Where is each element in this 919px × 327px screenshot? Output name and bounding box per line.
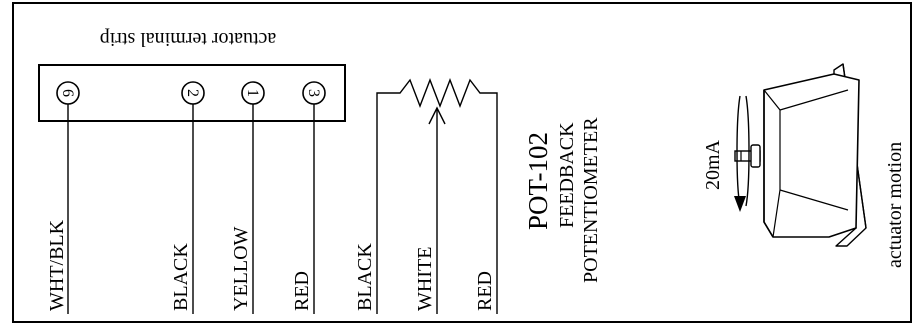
pot-wire-label-red: RED: [474, 271, 496, 311]
actuator-body-front-face: [763, 90, 774, 238]
terminal-3-number: 3: [305, 89, 322, 97]
pot-wire-label-black: BLACK: [354, 243, 376, 311]
wire-label-red-terminal: RED: [291, 271, 313, 311]
actuator-illustration: [734, 63, 867, 247]
pot-wire-label-white: WHITE: [414, 247, 436, 311]
wire-label-wht-blk: WHT/BLK: [46, 219, 68, 311]
potentiometer-wiper-arrow: [428, 106, 446, 125]
terminal-2-number: 2: [184, 89, 201, 97]
potentiometer-symbol: BLACK WHITE RED: [354, 78, 498, 314]
terminal-1-number: 1: [244, 89, 261, 97]
wire-label-yellow: YELLOW: [230, 226, 252, 311]
rotation-arrow-head: [734, 196, 746, 212]
pot-label-potentiometer: POTENTIOMETER: [580, 117, 602, 283]
terminal-1: 1 YELLOW: [230, 81, 265, 314]
wire-label-black-terminal: BLACK: [170, 243, 192, 311]
rotation-arc-front: [745, 95, 750, 207]
terminal-6-number: 6: [59, 89, 76, 97]
pot-part-number: POT-102: [523, 132, 553, 230]
pot-label-feedback: FEEDBACK: [556, 122, 578, 228]
terminal-2: 2 BLACK: [170, 81, 205, 314]
terminal-strip-box: [38, 64, 346, 122]
actuator-body-top-face: [763, 89, 781, 238]
terminal-3: 3 RED: [291, 81, 326, 314]
actuator-shaft-collar: [750, 144, 761, 168]
potentiometer-resistor: [376, 78, 498, 314]
current-label: 20mA: [702, 139, 724, 190]
actuator-motion-label: actuator motion: [884, 142, 906, 268]
terminal-strip-title: actuator terminal strip: [100, 28, 277, 50]
actuator-body-edge: [779, 89, 849, 211]
actuator-body: [763, 73, 860, 238]
terminal-6: 6 WHT/BLK: [46, 81, 80, 314]
diagram-border: [12, 2, 912, 323]
